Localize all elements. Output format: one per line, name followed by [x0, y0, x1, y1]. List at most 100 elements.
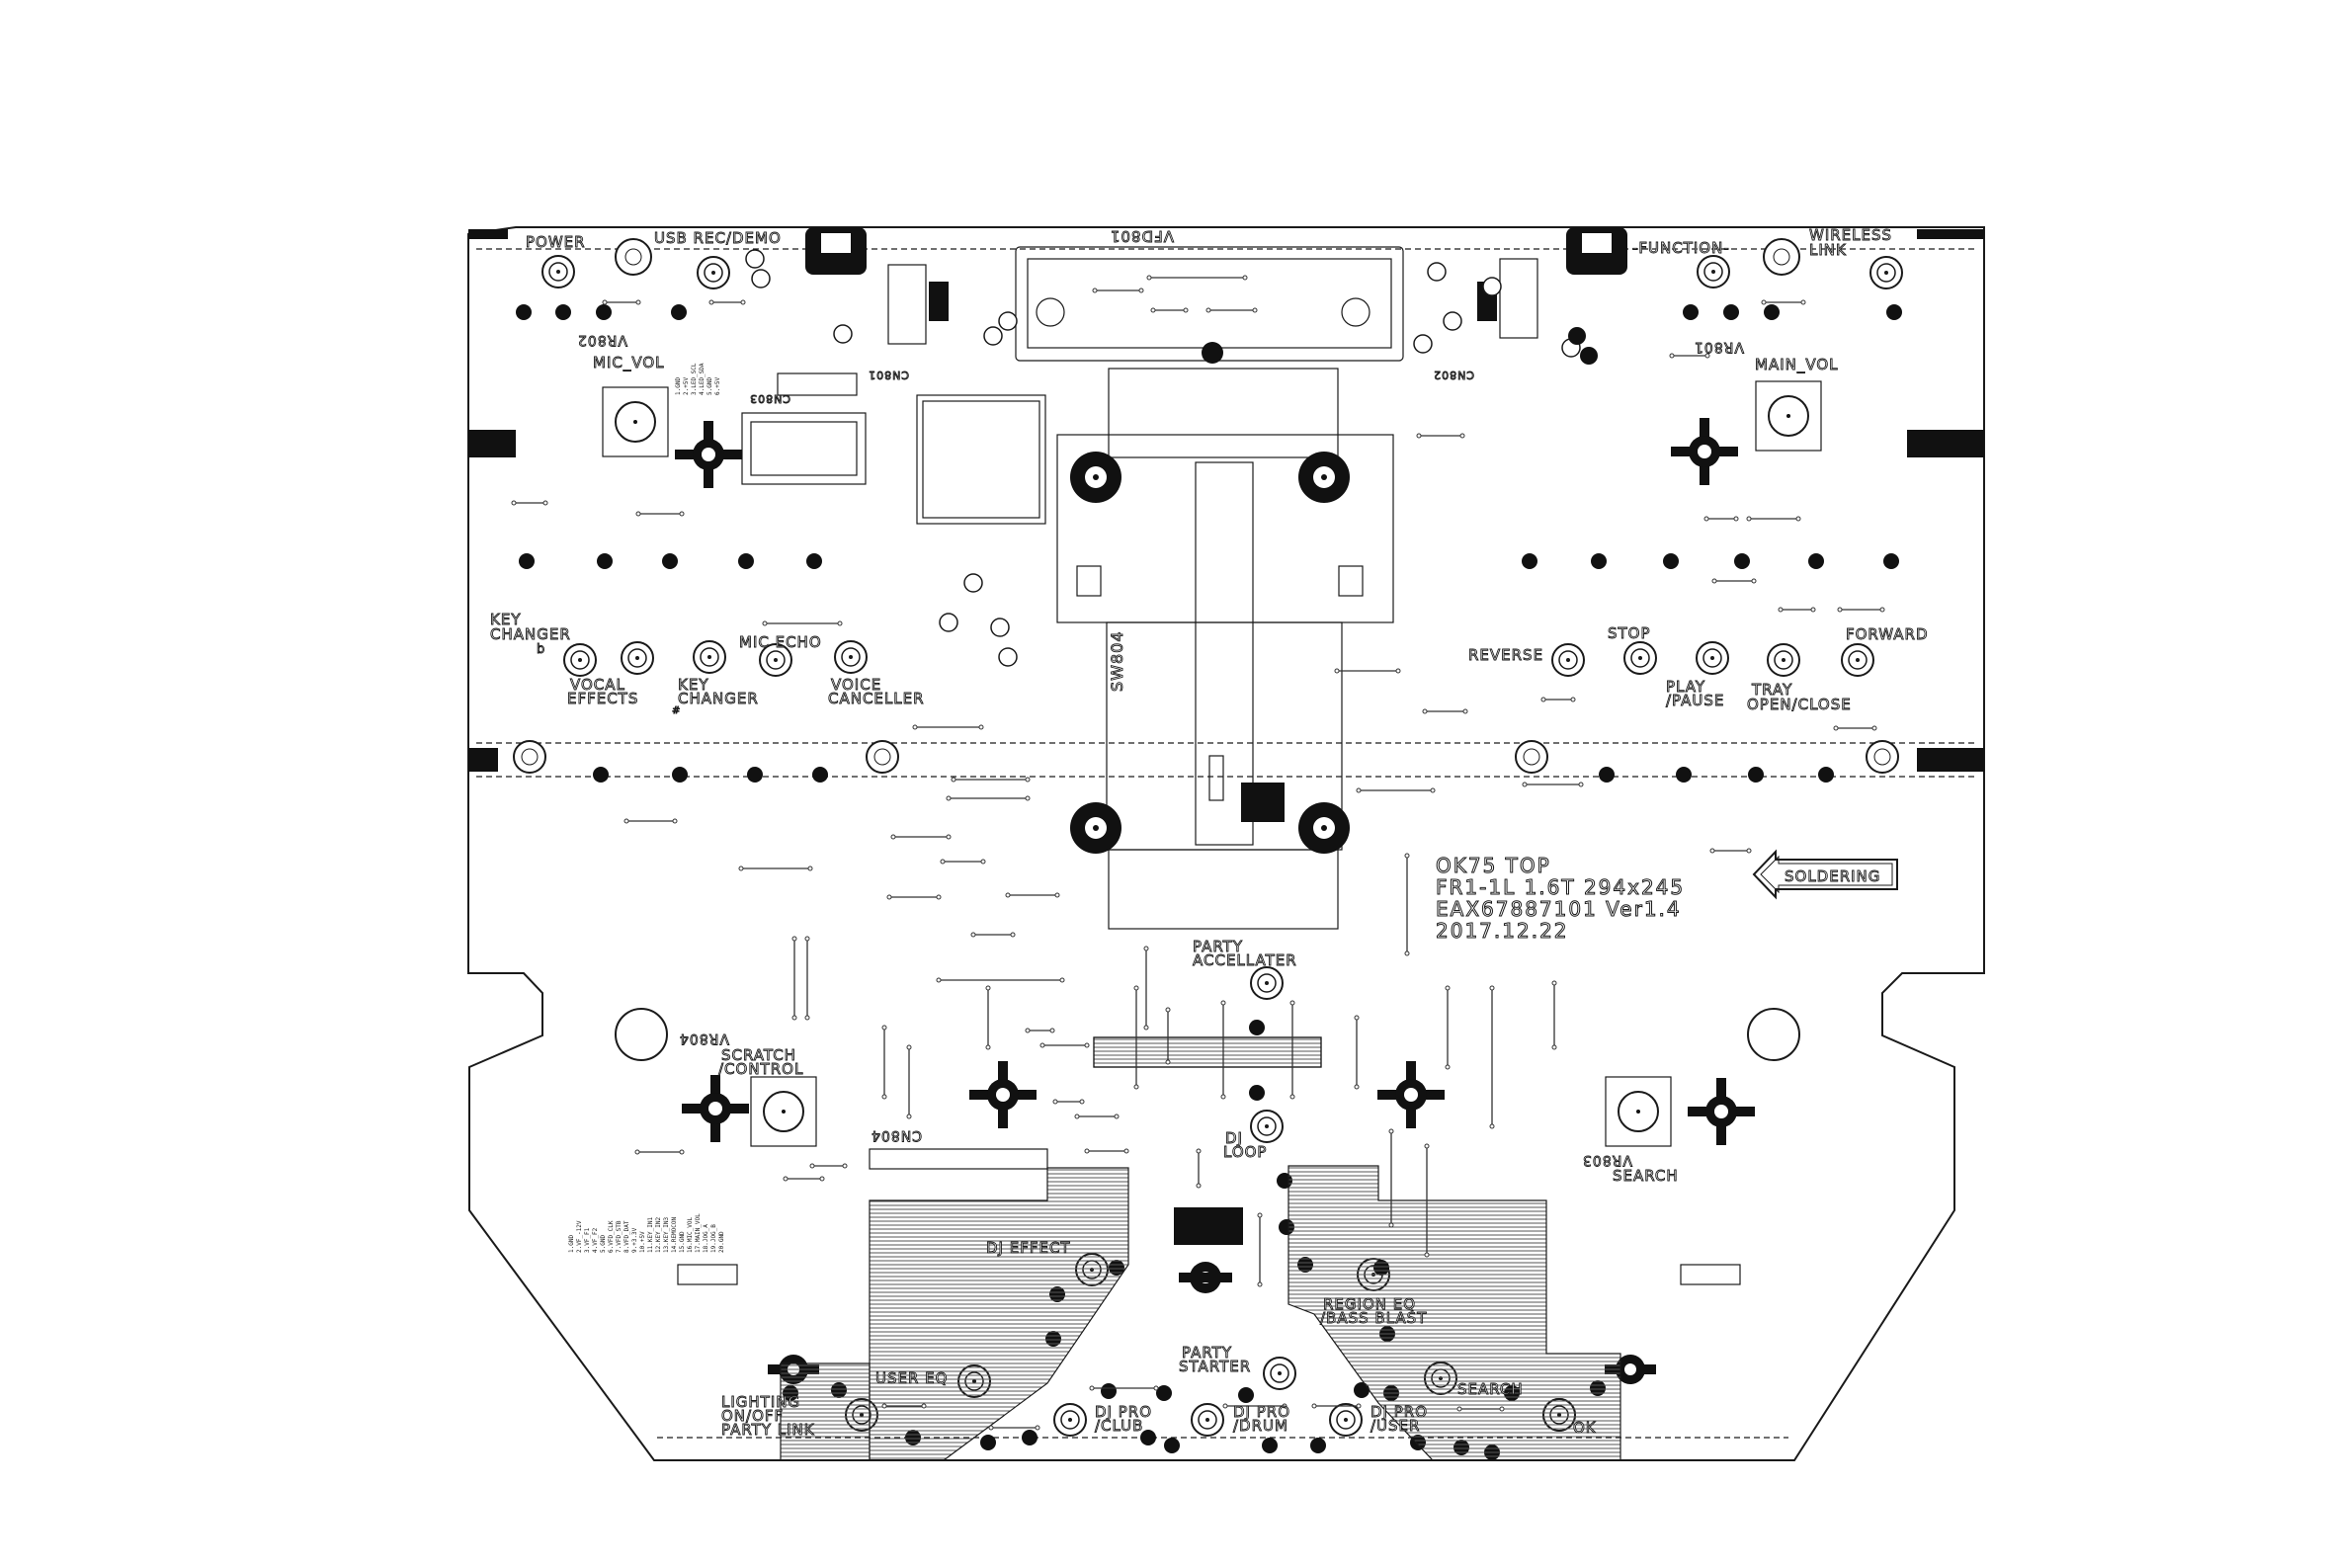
resistor-trace-v — [985, 985, 991, 1050]
resistor-trace-v — [1257, 1212, 1263, 1287]
label-function: -FUNCTION- — [1632, 239, 1730, 257]
resistor-trace — [1150, 307, 1189, 313]
via-hole — [1591, 553, 1607, 569]
cn804-pin: 19.JOG_B — [710, 1224, 717, 1253]
resistor-trace — [1837, 607, 1885, 613]
via-hole — [593, 767, 609, 783]
capacitor — [1427, 262, 1447, 282]
label-key-changer-b-1: KEY — [490, 611, 521, 628]
cn803-pin: 4.LED_SDA — [699, 363, 706, 395]
tact-switch — [1250, 1110, 1284, 1143]
label-usb-rec-demo: USB REC/DEMO — [654, 229, 782, 247]
soldering-label: SOLDERING — [1785, 867, 1880, 885]
resistor-trace-v — [1220, 1000, 1226, 1100]
resistor-trace-v — [1196, 1148, 1202, 1189]
cn803-pin: 3.LED_SCL — [691, 363, 698, 395]
label-dj-pro-user-2: /USER — [1370, 1417, 1420, 1435]
cn804-pin: 5.GND — [600, 1235, 607, 1253]
label-voice: VOICE — [831, 676, 881, 694]
tact-switch — [1542, 1398, 1576, 1432]
label-vr803: VR803 — [1582, 1152, 1632, 1168]
via-hole — [1883, 553, 1899, 569]
capacitor — [751, 269, 771, 289]
via-hole — [1262, 1438, 1278, 1453]
tact-switch — [1841, 643, 1874, 677]
via-hole — [1522, 553, 1537, 569]
label-tray: TRAY — [1751, 681, 1792, 699]
resistor-trace — [912, 724, 984, 730]
label-effects: EFFECTS — [567, 690, 638, 707]
cn804-pin: 3.VF_F1 — [584, 1227, 591, 1253]
soldering-arrow: SOLDERING — [1752, 849, 1898, 900]
label-cn803: CN803 — [749, 392, 790, 405]
resistor-trace — [1669, 353, 1710, 359]
resistor-trace — [1761, 299, 1806, 305]
label-open-close: OPEN/CLOSE — [1747, 696, 1852, 713]
label-region-eq: REGION EQ — [1323, 1295, 1416, 1313]
top-clip-left — [805, 227, 867, 275]
resistor-trace — [708, 299, 746, 305]
cn804-pin: 6.VFD_CLK — [608, 1220, 615, 1253]
label-cn802: CN802 — [1433, 369, 1474, 381]
cn804-pin: 11.KEY_IN1 — [647, 1216, 654, 1253]
mount-cross — [969, 1061, 1037, 1128]
cn802-body — [1499, 258, 1538, 339]
resistor-trace-v — [804, 936, 810, 1021]
via-hole — [1277, 1173, 1292, 1189]
via-hole — [671, 304, 687, 320]
hatch-left — [870, 1169, 1128, 1459]
label-user-eq: USER EQ — [875, 1369, 948, 1387]
side-tab-l1 — [468, 430, 516, 457]
resistor-trace — [1005, 892, 1060, 898]
resistor-trace — [1356, 787, 1436, 793]
label-cn801: CN801 — [868, 369, 909, 381]
label-dj-pro-user-1: DJ PRO — [1370, 1403, 1428, 1421]
mount-crosses — [675, 418, 1755, 1384]
via-hole — [1249, 1085, 1265, 1101]
via-hole — [806, 553, 822, 569]
label-dj-loop-1: DJ — [1225, 1129, 1243, 1147]
resistor-trace — [1709, 848, 1752, 854]
side-tab-r1 — [1907, 430, 1984, 457]
via-hole — [555, 304, 571, 320]
label-canceller: CANCELLER — [828, 690, 925, 707]
resistor-trace-v — [1404, 853, 1410, 956]
capacitor — [963, 573, 983, 593]
cn804-pin: 1.GND — [568, 1235, 575, 1253]
label-lighting: LIGHTING — [721, 1393, 800, 1411]
resistor-trace — [886, 894, 942, 900]
foot-pad-left — [677, 1264, 738, 1285]
tact-switch — [1697, 255, 1730, 289]
via-hole — [519, 553, 535, 569]
label-party-accel-2: ACCELLATER — [1193, 951, 1297, 969]
board-outline — [467, 226, 1985, 1461]
label-key-changer-b-2: CHANGER — [490, 625, 571, 643]
tact-switch — [957, 1364, 991, 1398]
hatch-strip — [1094, 1038, 1321, 1067]
silk-labels: POWER USB REC/DEMO -FUNCTION- WIRELESS L… — [490, 226, 1929, 1440]
tact-switch — [759, 643, 792, 677]
tact-switch — [834, 640, 868, 674]
resistor-trace — [783, 1176, 825, 1182]
cn803-pin: 5.GND — [706, 377, 713, 395]
tact-switch — [1696, 641, 1729, 675]
cn803-pin-list: 1.GND 2.+5V 3.LED_SCL 4.LED_SDA 5.GND 6.… — [675, 363, 721, 395]
via-hole — [1599, 767, 1615, 783]
label-key-changer-s-2: CHANGER — [678, 690, 759, 707]
mount-cross — [1671, 418, 1738, 485]
tact-switch — [1250, 966, 1284, 1000]
mount-cross — [682, 1075, 749, 1142]
cn804-pin: 13.KEY_IN3 — [663, 1216, 670, 1253]
resistor-trace-v — [791, 936, 797, 1021]
resistor-trace — [1416, 433, 1465, 439]
via-hole — [1249, 1020, 1265, 1035]
resistor-trace — [1092, 288, 1144, 293]
cn804-pin: 4.VF_F2 — [592, 1227, 599, 1253]
center-ring — [1179, 1262, 1232, 1293]
via-holes — [516, 304, 1902, 1460]
cn803-pin: 6.+5V — [714, 377, 721, 395]
label-forward: FORWARD — [1846, 625, 1929, 643]
via-hole — [1238, 1387, 1254, 1403]
resistor-trace — [1334, 668, 1401, 674]
tact-switch — [1263, 1357, 1296, 1390]
